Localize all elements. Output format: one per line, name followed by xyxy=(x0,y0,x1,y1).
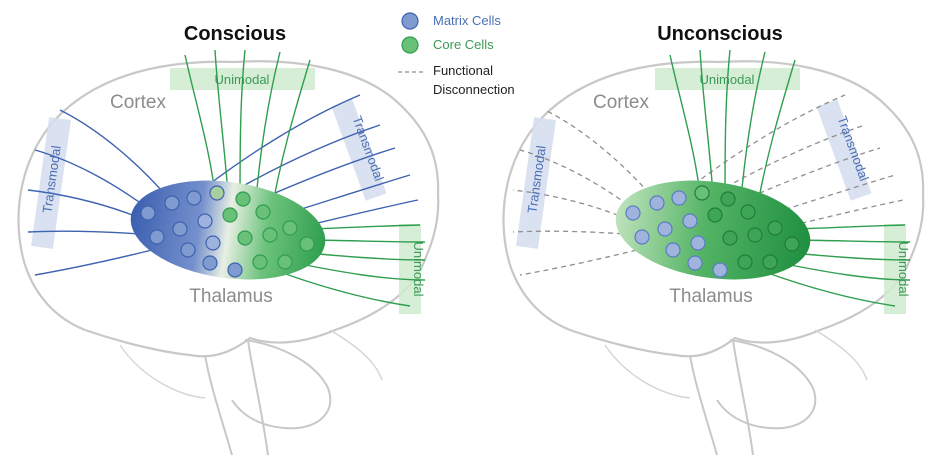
title-conscious: Conscious xyxy=(184,23,286,45)
unimodal-label-top-right: Unimodal xyxy=(700,72,755,87)
legend-core-label: Core Cells xyxy=(433,37,494,52)
unimodal-label-right-right: Unimodal xyxy=(896,242,911,297)
transmodal-box-right-right xyxy=(817,99,872,200)
legend-disconnection-label-2: Disconnection xyxy=(433,82,515,97)
cerebellum-left xyxy=(232,340,330,428)
brainstem-left xyxy=(205,340,268,455)
unconscious-panel: Cortex Thalamus Unimodal Unimodal Transm… xyxy=(503,50,923,455)
thalamus-label-left: Thalamus xyxy=(189,286,272,307)
cortex-label-left: Cortex xyxy=(110,92,166,113)
legend-disconnection-label-1: Functional xyxy=(433,63,493,78)
cortex-label-right: Cortex xyxy=(593,92,649,113)
cerebellum-right xyxy=(717,340,815,428)
thalamus-label-right: Thalamus xyxy=(669,286,752,307)
legend-matrix-label: Matrix Cells xyxy=(433,13,501,28)
unimodal-label-top-left: Unimodal xyxy=(215,72,270,87)
title-unconscious: Unconscious xyxy=(657,23,783,45)
transmodal-box-right-left xyxy=(332,99,387,200)
unimodal-label-right-left: Unimodal xyxy=(411,242,426,297)
brainstem-right xyxy=(690,340,753,455)
legend: Matrix Cells Core Cells Functional Disco… xyxy=(398,13,515,97)
conscious-panel: Cortex Thalamus Unimodal Unimodal Transm… xyxy=(18,50,438,455)
legend-core-dot xyxy=(402,37,418,53)
legend-matrix-dot xyxy=(402,13,418,29)
